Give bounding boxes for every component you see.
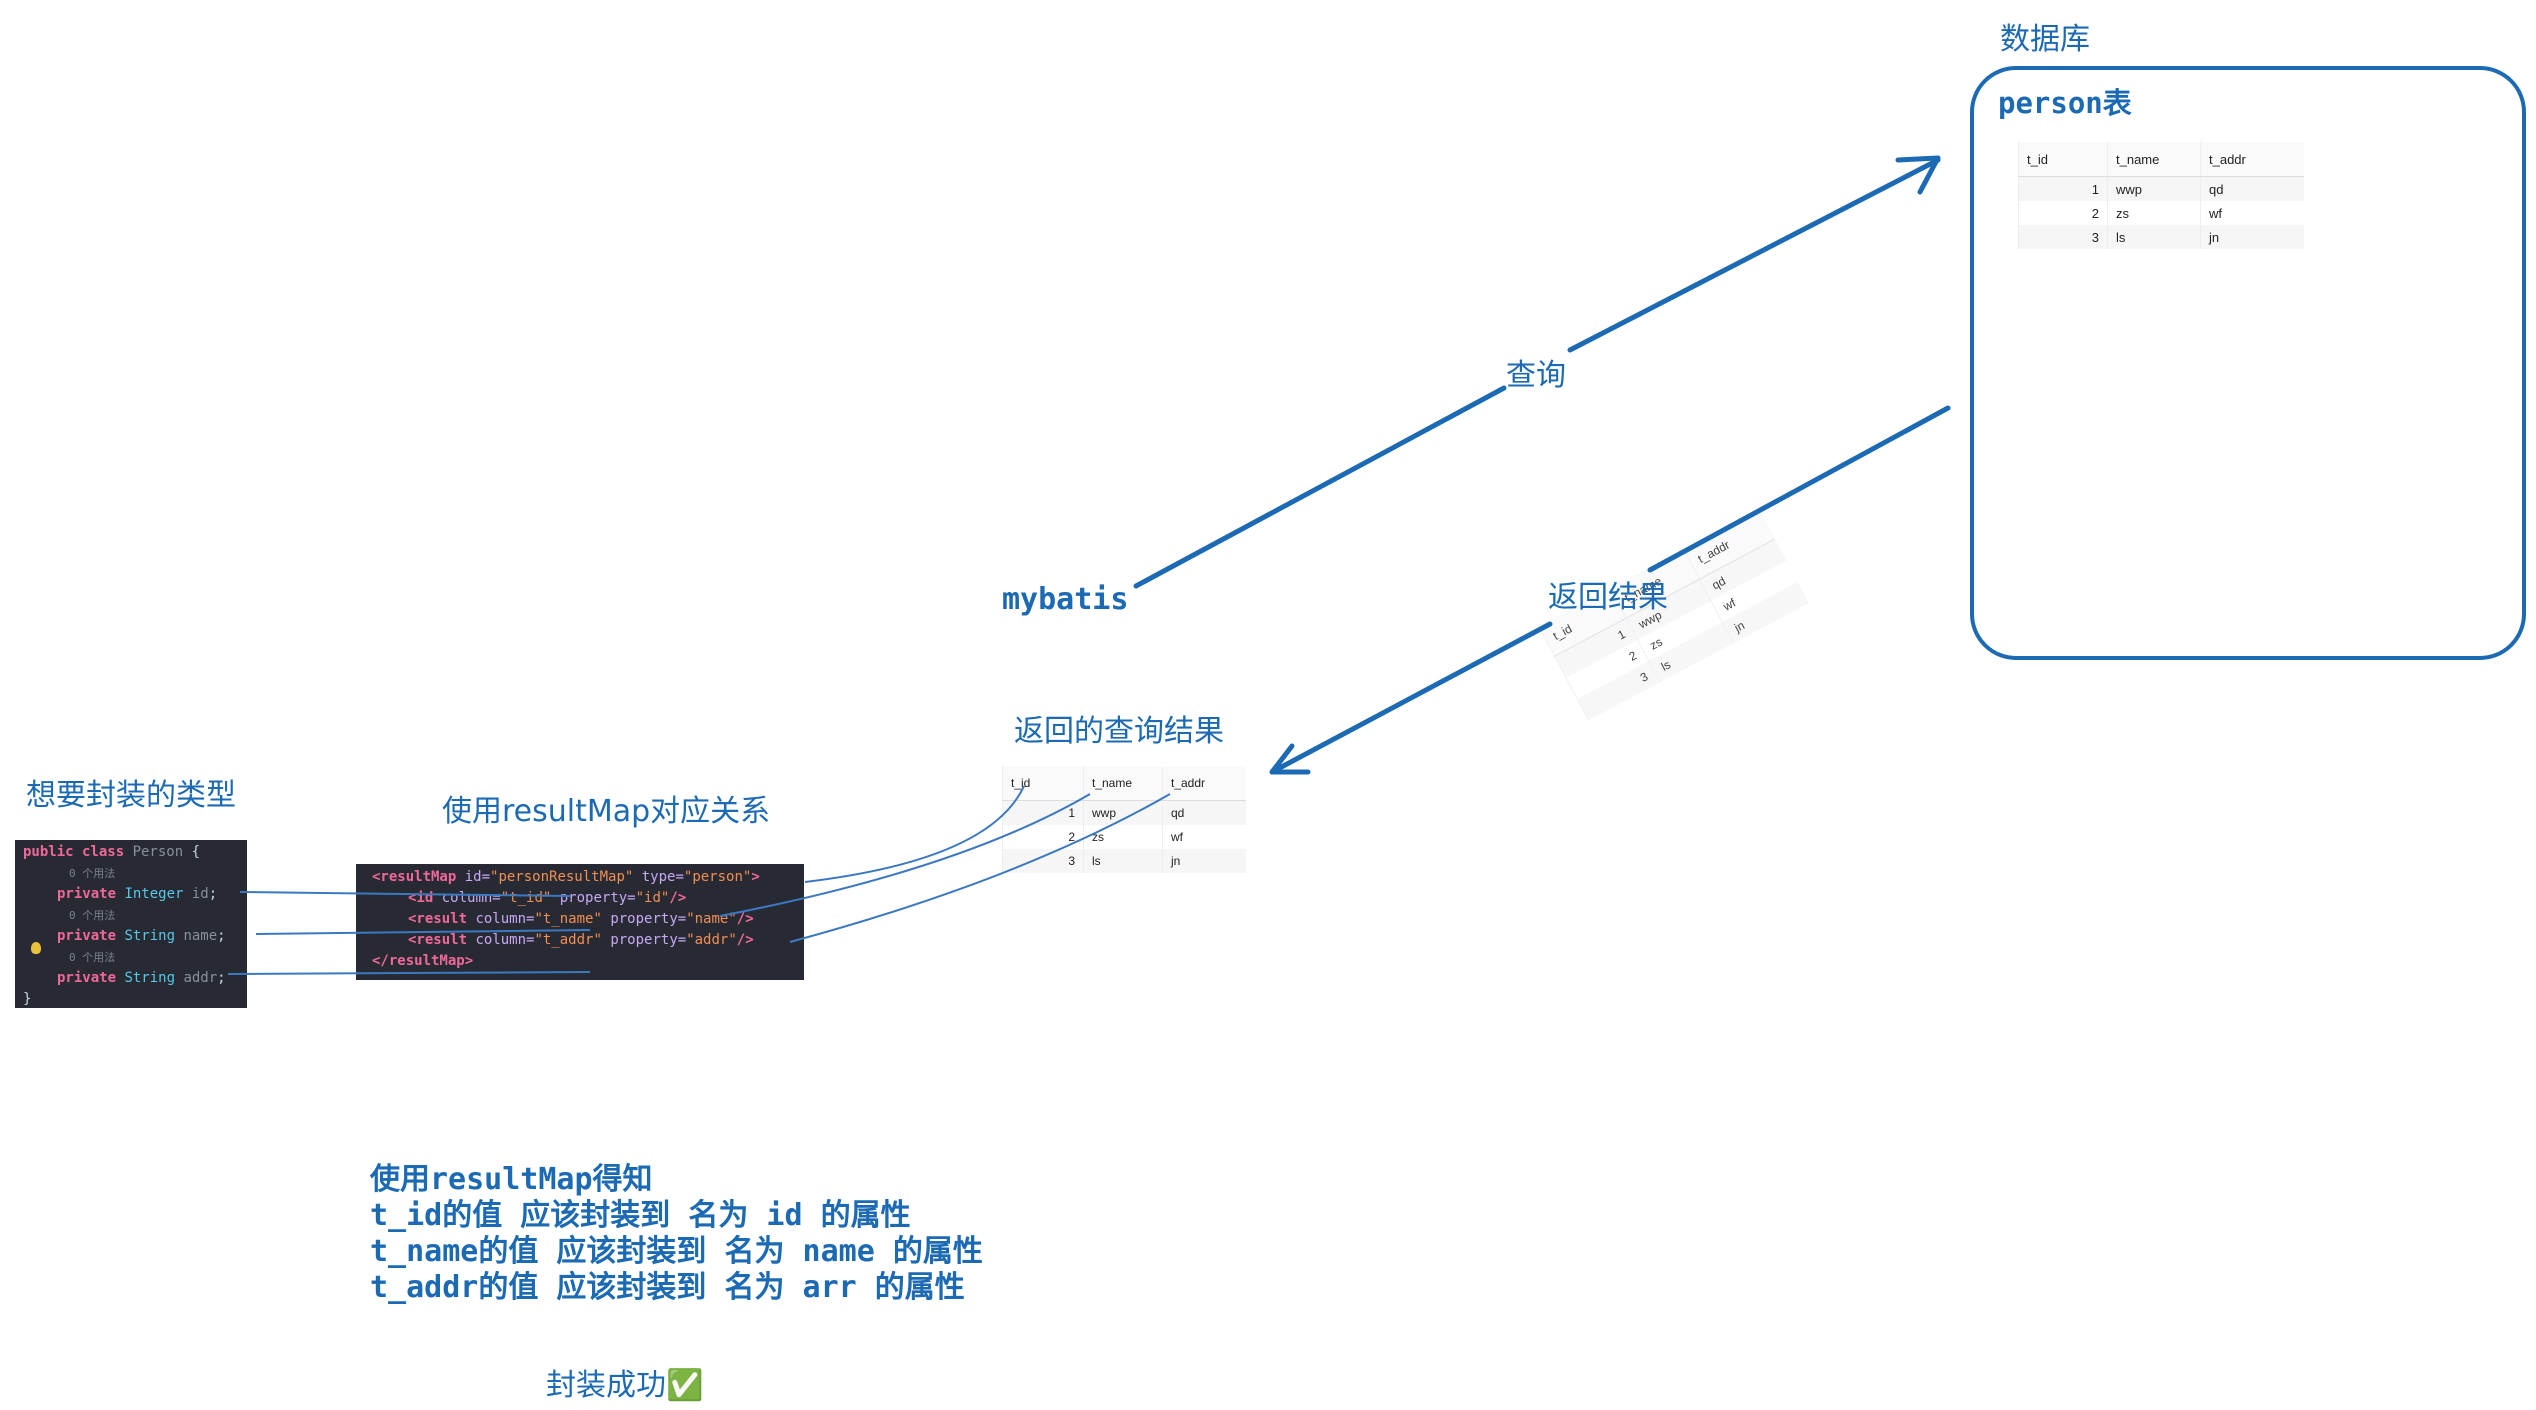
col-header: t_addr (1162, 766, 1246, 801)
table-row: 1 wwp qd (2018, 176, 2304, 201)
cell: qd (1162, 800, 1246, 825)
table-row: 2 zs wf (2018, 201, 2304, 225)
target-type-label: 想要封装的类型 (26, 778, 236, 813)
query-arrowhead (1895, 155, 1941, 195)
mapping-line (789, 793, 1171, 943)
database-box (1970, 66, 2526, 660)
query-arrow (1567, 157, 1941, 353)
explanation-text: 使用resultMap得知 t_id的值 应该封装到 名为 id 的属性 t_n… (370, 1162, 983, 1306)
cell: 3 (1002, 849, 1084, 873)
java-class-code: public class Person { 0 个用法 private Inte… (15, 840, 247, 1008)
cell: zs (1083, 825, 1163, 849)
table-row: 1 wwp qd (1002, 800, 1246, 825)
col-header: t_name (1083, 766, 1163, 801)
query-arrow (1133, 385, 1507, 589)
query-label: 查询 (1506, 358, 1566, 393)
lightbulb-icon (31, 942, 41, 954)
col-header: t_name (2107, 142, 2201, 177)
database-label: 数据库 (2000, 22, 2090, 57)
mybatis-label: mybatis (1002, 582, 1129, 617)
cell: ls (2107, 225, 2201, 249)
cell: ls (1083, 849, 1163, 873)
cell: wf (1162, 825, 1246, 849)
cell: 3 (2018, 225, 2108, 249)
mapping-line (255, 929, 591, 935)
col-header: t_id (2018, 142, 2108, 177)
cell: zs (2107, 201, 2201, 225)
cell: wwp (2107, 176, 2201, 201)
returned-result-table: t_id t_name t_addr 1 wwp qd 2 zs wf 3 ls… (1002, 766, 1246, 873)
cell: 2 (2018, 201, 2108, 225)
cell: qd (2200, 176, 2304, 201)
person-table-label: person表 (1998, 86, 2132, 120)
cell: wf (2200, 201, 2304, 225)
mapping-line (804, 785, 1025, 883)
explanation-line: t_id的值 应该封装到 名为 id 的属性 (370, 1198, 911, 1233)
explanation-line: 使用resultMap得知 (370, 1162, 653, 1197)
returned-query-result-label: 返回的查询结果 (1014, 714, 1224, 749)
col-header: t_addr (2200, 142, 2304, 177)
resultmap-xml-code: <resultMap id="personResultMap" type="pe… (356, 864, 804, 980)
explanation-line: t_name的值 应该封装到 名为 name 的属性 (370, 1234, 983, 1269)
table-row: 3 ls jn (2018, 225, 2304, 249)
mapping-line (227, 971, 591, 975)
return-arrowhead (1269, 743, 1311, 775)
col-header: t_id (1002, 766, 1084, 801)
return-arrow (1269, 621, 1553, 775)
table-row: 3 ls jn (1002, 849, 1246, 873)
cell: jn (1162, 849, 1246, 873)
explanation-line: t_addr的值 应该封装到 名为 arr 的属性 (370, 1270, 965, 1305)
db-table: t_id t_name t_addr 1 wwp qd 2 zs wf 3 ls… (2018, 142, 2304, 249)
cell: 1 (2018, 176, 2108, 201)
resultmap-mapping-label: 使用resultMap对应关系 (442, 794, 771, 829)
return-result-label: 返回结果 (1548, 580, 1668, 615)
return-arrow (1647, 405, 1951, 573)
cell: jn (2200, 225, 2304, 249)
mapping-line (719, 793, 1091, 917)
success-label: 封装成功✅ (546, 1368, 704, 1403)
mapping-line (239, 891, 571, 897)
